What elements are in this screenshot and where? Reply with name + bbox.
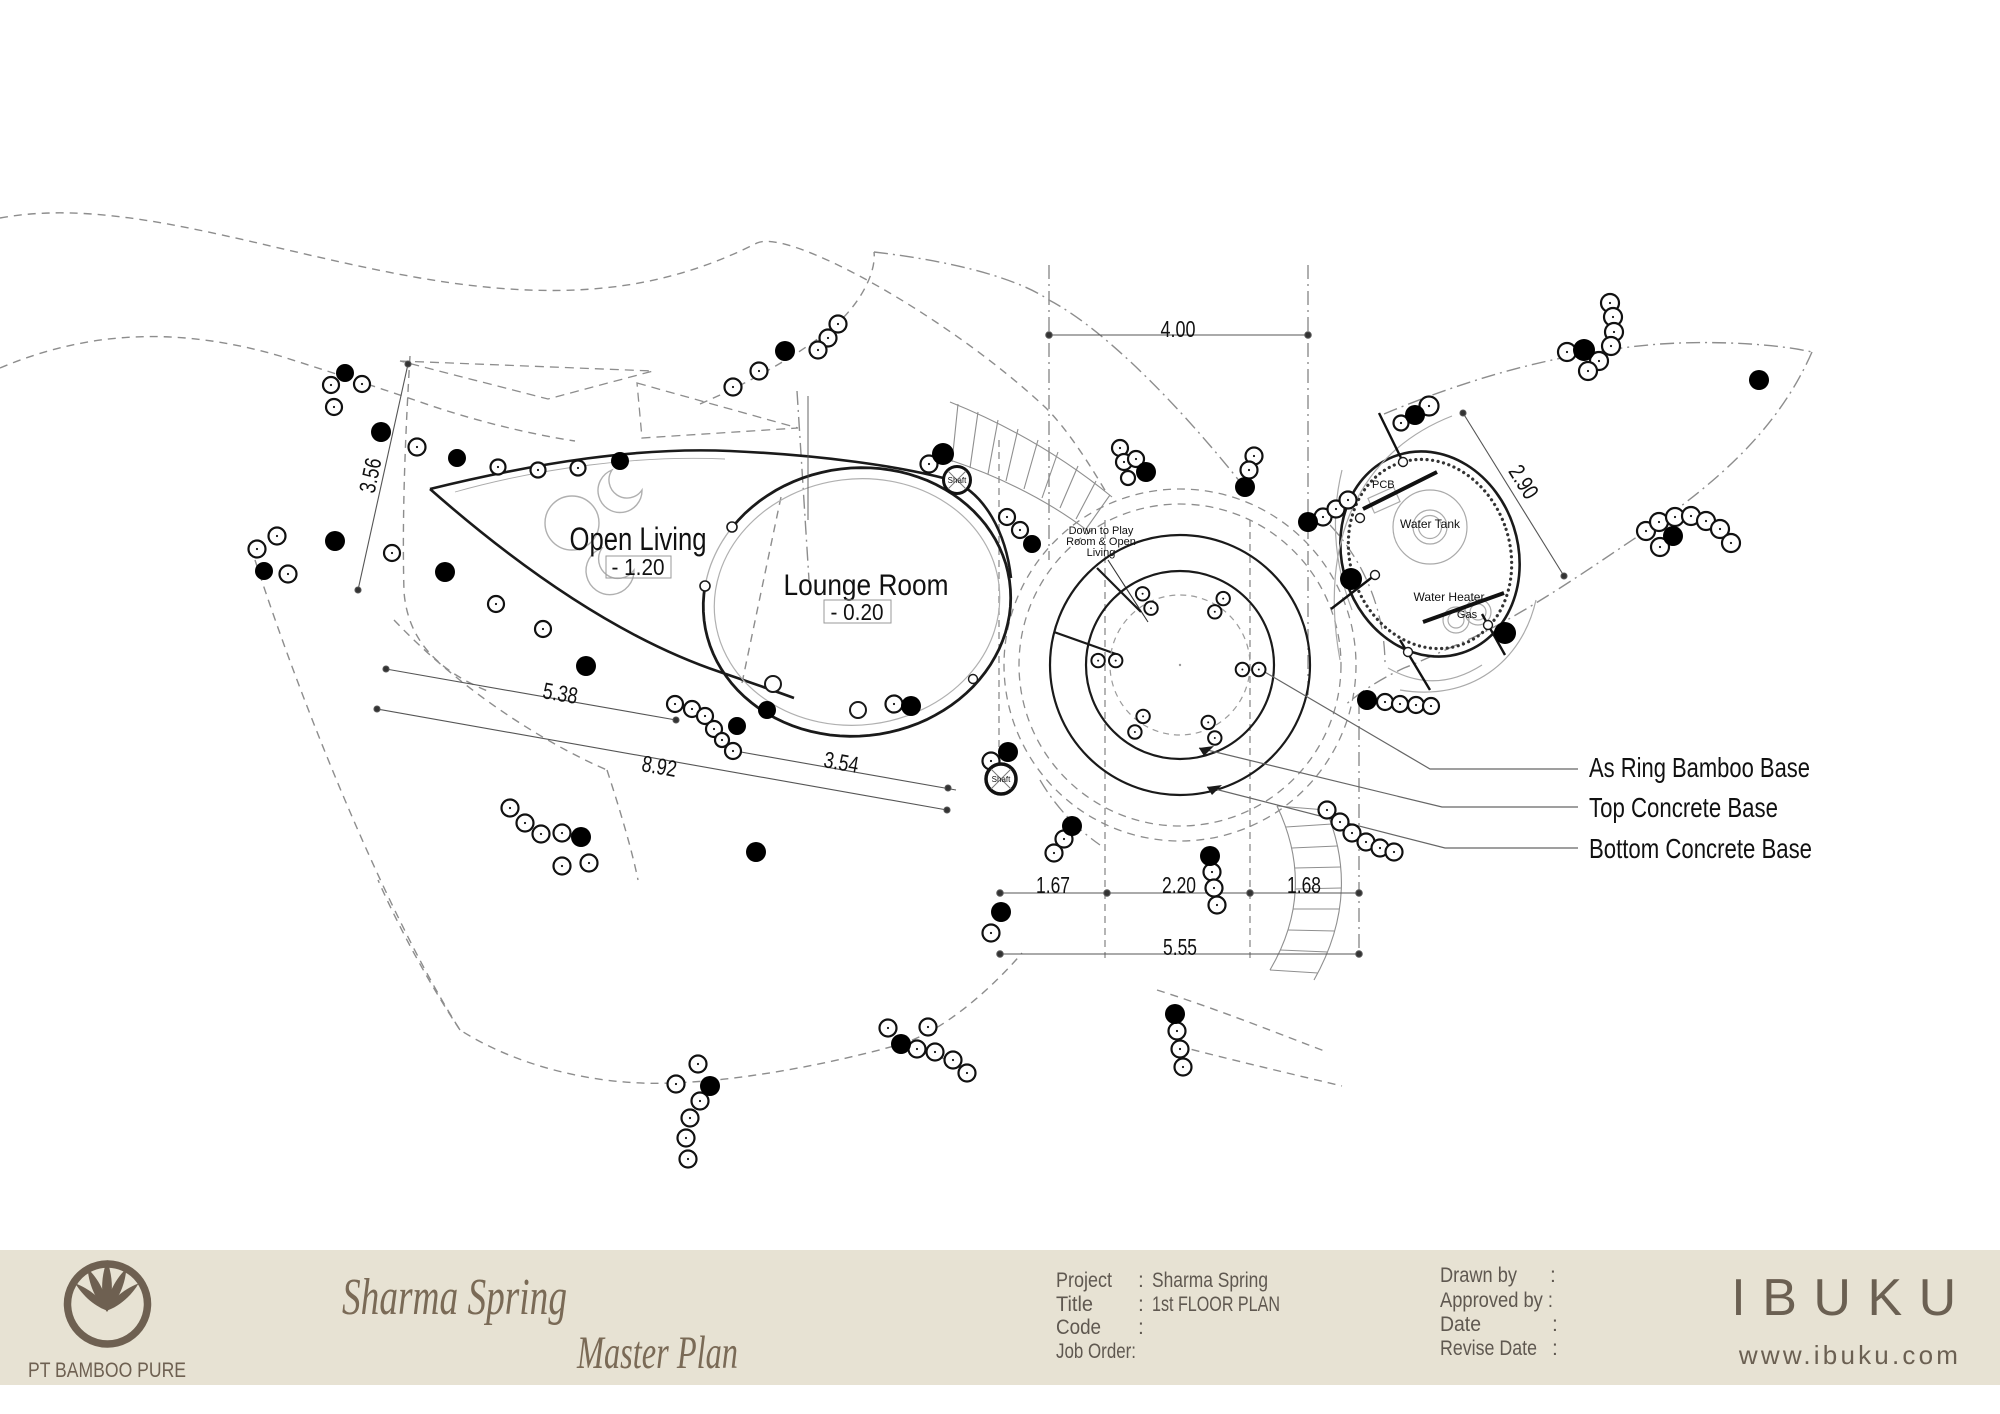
svg-text:Approved by :: Approved by : (1440, 1289, 1553, 1312)
svg-text:Down to Play: Down to Play (1069, 525, 1134, 537)
svg-text:Shaft: Shaft (948, 476, 967, 485)
svg-text:- 0.20: - 0.20 (831, 599, 884, 625)
svg-text::: : (1138, 1293, 1144, 1316)
svg-text:Title: Title (1056, 1293, 1093, 1316)
svg-text:Master Plan: Master Plan (576, 1327, 738, 1379)
svg-text:IBUKU: IBUKU (1731, 1269, 1972, 1327)
svg-text:Code: Code (1056, 1316, 1101, 1339)
svg-text:Bottom Concrete Base: Bottom Concrete Base (1589, 833, 1812, 864)
svg-text:Project: Project (1056, 1269, 1112, 1292)
svg-text:8.92: 8.92 (640, 750, 679, 782)
svg-text:Water Tank: Water Tank (1400, 517, 1461, 531)
svg-text:Date: Date (1440, 1313, 1481, 1336)
svg-text:As Ring Bamboo Base: As Ring Bamboo Base (1589, 752, 1810, 783)
svg-text:1st FLOOR PLAN: 1st FLOOR PLAN (1152, 1293, 1280, 1316)
svg-text:Water Heater: Water Heater (1414, 590, 1485, 604)
svg-text:2.20: 2.20 (1162, 872, 1196, 898)
svg-text::: : (1138, 1269, 1144, 1292)
svg-text:- 1.20: - 1.20 (612, 554, 665, 580)
svg-text:www.ibuku.com: www.ibuku.com (1738, 1340, 1961, 1370)
svg-text::: : (1552, 1313, 1558, 1336)
svg-text:Revise Date: Revise Date (1440, 1337, 1537, 1360)
svg-text:Living: Living (1087, 547, 1116, 559)
svg-text:Drawn by: Drawn by (1440, 1264, 1517, 1287)
svg-text:Gas: Gas (1457, 609, 1478, 621)
svg-text::: : (1552, 1337, 1558, 1360)
svg-text:Room & Open: Room & Open (1066, 536, 1136, 548)
svg-text:PT BAMBOO PURE: PT BAMBOO PURE (28, 1359, 186, 1382)
svg-text:1.68: 1.68 (1287, 872, 1321, 898)
svg-text::: : (1138, 1316, 1144, 1339)
svg-text:Sharma Spring: Sharma Spring (1152, 1269, 1268, 1292)
svg-text:Open Living: Open Living (570, 521, 707, 557)
svg-text:Job Order:: Job Order: (1056, 1340, 1136, 1363)
svg-text:Lounge Room: Lounge Room (784, 569, 949, 602)
svg-text:5.38: 5.38 (541, 677, 580, 709)
svg-text:4.00: 4.00 (1161, 316, 1196, 342)
svg-text::: : (1550, 1264, 1556, 1287)
svg-text:Top Concrete Base: Top Concrete Base (1589, 792, 1778, 823)
svg-text:1.67: 1.67 (1036, 872, 1070, 898)
svg-text:PCB: PCB (1372, 479, 1395, 491)
svg-text:Sharma Spring: Sharma Spring (342, 1269, 567, 1326)
svg-text:3.54: 3.54 (822, 746, 861, 778)
svg-text:Shaft: Shaft (992, 775, 1011, 784)
svg-text:5.55: 5.55 (1163, 934, 1197, 960)
